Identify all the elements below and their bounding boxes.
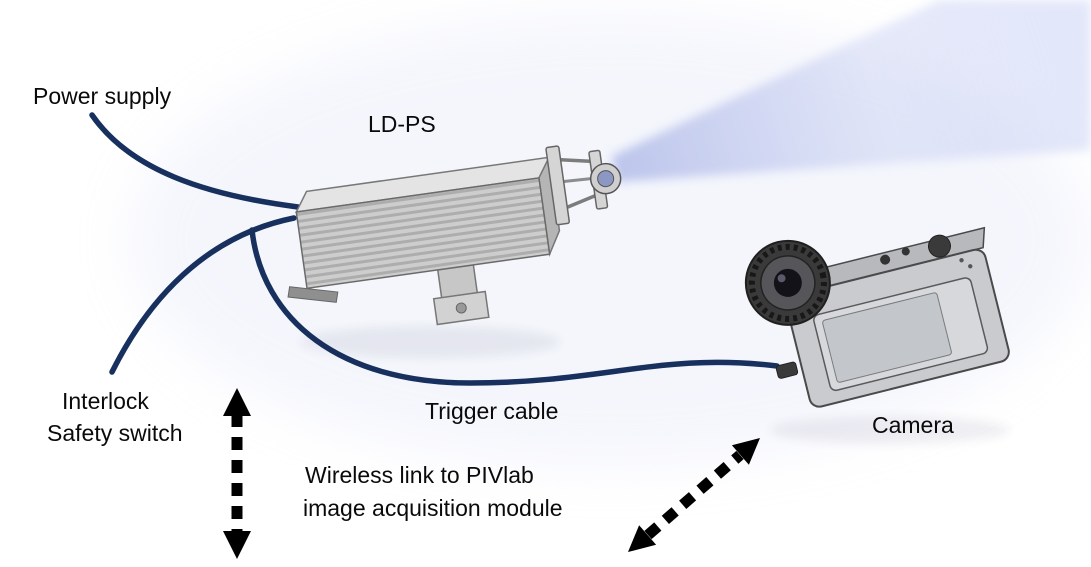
camera-lens-ribs bbox=[748, 243, 827, 322]
camera-mic-dot bbox=[959, 258, 964, 263]
trigger-cable-label: Trigger cable bbox=[425, 398, 559, 424]
interlock-label-line1: Interlock bbox=[62, 388, 149, 414]
camera-device bbox=[744, 226, 1010, 408]
laser-heatsink-front bbox=[295, 177, 551, 290]
camera-label: Camera bbox=[872, 412, 954, 438]
camera-shutter-button bbox=[880, 254, 891, 265]
interlock-cable bbox=[109, 215, 297, 375]
camera-shadow bbox=[770, 416, 1010, 444]
laser-device bbox=[287, 145, 622, 326]
camera-power-button bbox=[901, 247, 910, 256]
cage-rod-bottom bbox=[566, 193, 598, 209]
wireless-arrow-diagonal-head-lower bbox=[628, 525, 657, 552]
wireless-arrow-diagonal bbox=[644, 450, 744, 540]
camera-lens-highlight bbox=[777, 274, 786, 283]
interlock-label-line2: Safety switch bbox=[47, 420, 183, 446]
laser-mount-screw bbox=[455, 302, 467, 314]
cage-plate-rear bbox=[545, 145, 570, 226]
trigger-cable-line bbox=[249, 227, 780, 386]
power-supply-cable bbox=[89, 112, 301, 210]
wireless-arrow-diagonal-head-upper bbox=[731, 438, 760, 465]
laser-name-label: LD-PS bbox=[368, 111, 436, 137]
camera-mic-dot2 bbox=[968, 264, 973, 269]
laser-aperture bbox=[597, 170, 615, 188]
wireless-arrow-vertical-head-top bbox=[223, 388, 251, 416]
wireless-label-line2: image acquisition module bbox=[303, 495, 563, 521]
laser-beam bbox=[612, 0, 1091, 182]
camera-screen-inner bbox=[822, 292, 952, 383]
wireless-arrow-vertical-head-bottom bbox=[223, 531, 251, 559]
power-supply-label: Power supply bbox=[33, 83, 172, 109]
laser-handle bbox=[287, 286, 339, 303]
cage-rod-top bbox=[560, 158, 593, 164]
cage-rod-mid bbox=[563, 176, 595, 184]
wireless-label-line1: Wireless link to PIVlab bbox=[305, 462, 534, 488]
camera-trigger-connector bbox=[775, 361, 799, 379]
laser-shadow bbox=[300, 326, 560, 358]
camera-dial bbox=[927, 234, 951, 258]
